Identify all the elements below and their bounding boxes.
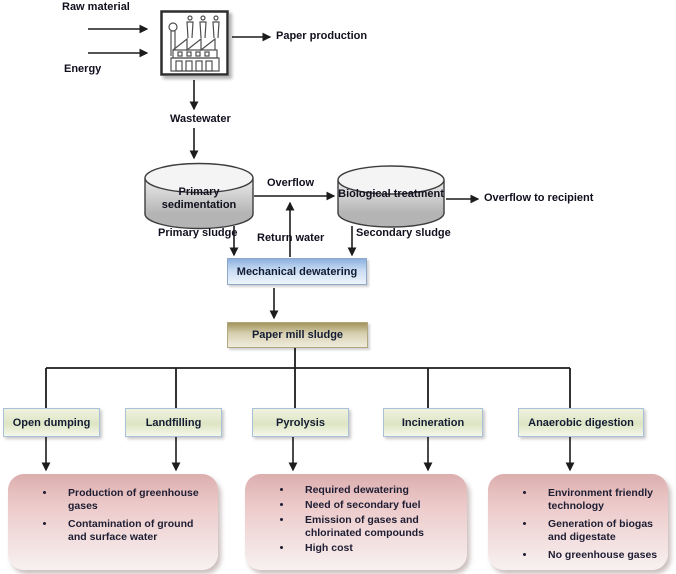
outcome-pyrolysis-incineration: Required dewateringNeed of secondary fue… bbox=[245, 474, 467, 570]
factory-icon bbox=[160, 10, 229, 76]
biological-treatment-cylinder bbox=[337, 165, 445, 228]
outcome-bullet: Need of secondary fuel bbox=[293, 499, 461, 512]
primary-sludge-label: Primary sludge bbox=[158, 227, 238, 239]
outcome-bullet: Environment friendly technology bbox=[536, 487, 662, 513]
outcome-bullet: Generation of biogas and digestate bbox=[536, 518, 662, 544]
outcome-bullet: Emission of gases and chlorinated compou… bbox=[293, 514, 461, 540]
secondary-sludge-label: Secondary sludge bbox=[356, 227, 451, 239]
outcome-bullet-list: Environment friendly technologyGeneratio… bbox=[488, 474, 668, 562]
wastewater-label: Wastewater bbox=[170, 113, 231, 125]
paper-mill-sludge-box: Paper mill sludge bbox=[227, 322, 368, 348]
option-landfilling: Landfilling bbox=[125, 408, 222, 437]
option-incineration: Incineration bbox=[383, 408, 483, 437]
mechanical-dewatering-box: Mechanical dewatering bbox=[227, 258, 367, 285]
paper-production-label: Paper production bbox=[276, 30, 368, 42]
option-pyrolysis: Pyrolysis bbox=[252, 408, 349, 437]
raw-material-label: Raw material bbox=[62, 1, 130, 13]
outcome-bullet: High cost bbox=[293, 542, 461, 555]
return-water-label: Return water bbox=[257, 232, 325, 244]
option-anaerobic-digestion: Anaerobic digestion bbox=[518, 408, 644, 437]
option-open-dumping: Open dumping bbox=[3, 408, 100, 437]
outcome-bullet: No greenhouse gases bbox=[536, 549, 662, 562]
outcome-bullet-list: Production of greenhouse gasesContaminat… bbox=[8, 474, 218, 544]
outcome-bullet-list: Required dewateringNeed of secondary fue… bbox=[245, 474, 467, 555]
outcome-bullet: Required dewatering bbox=[293, 484, 461, 497]
overflow-to-recipient-label: Overflow to recipient bbox=[484, 192, 594, 204]
outcome-open-dumping-landfilling: Production of greenhouse gasesContaminat… bbox=[8, 474, 218, 570]
biological-treatment-label: Biological treatment bbox=[338, 188, 444, 200]
primary-sedimentation-label: Primary sedimentation bbox=[161, 186, 237, 211]
paper-mill-factory bbox=[160, 10, 229, 76]
primary-sedimentation-cylinder bbox=[144, 162, 254, 230]
outcome-bullet: Contamination of ground and surface wate… bbox=[56, 518, 212, 544]
energy-label: Energy bbox=[64, 63, 102, 75]
overflow-label: Overflow bbox=[267, 177, 315, 189]
outcome-bullet: Production of greenhouse gases bbox=[56, 487, 212, 513]
outcome-anaerobic-digestion: Environment friendly technologyGeneratio… bbox=[488, 474, 668, 570]
